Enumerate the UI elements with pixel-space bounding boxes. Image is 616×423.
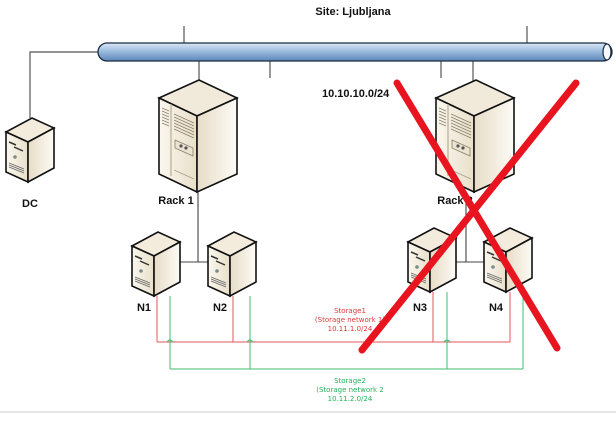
rack1-server-icon [158,79,238,193]
storage1-label: Storage1 (Storage network 1) 10.11.1.0/2… [315,307,385,333]
n3-label: N3 [413,302,427,314]
n4-label: N4 [489,302,504,314]
storage1-name: Storage1 [334,307,366,315]
storage1-desc: (Storage network 1) [315,316,385,324]
storage1-subnet: 10.11.1.0/24 [328,325,373,333]
network-bus [97,42,613,62]
n1-label: N1 [137,302,151,314]
bus-connectors [29,26,528,118]
bottom-divider [0,411,616,413]
storage2-wiring [166,292,524,370]
cross-out-mark [358,79,580,354]
storage2-desc: (Storage network 2 [316,386,383,394]
n2-label: N2 [213,302,227,314]
n2-server-icon [207,231,257,297]
storage1-wiring [156,292,511,343]
storage2-label: Storage2 (Storage network 2 10.11.2.0/24 [316,377,383,403]
subnet-label: 10.10.10.0/24 [322,88,390,100]
rack1-label: Rack 1 [158,195,193,207]
site-title: Site: Ljubljana [315,6,391,18]
storage2-subnet: 10.11.2.0/24 [328,395,373,403]
dc-label: DC [22,198,38,210]
n1-server-icon [131,231,181,297]
storage2-name: Storage2 [334,377,366,385]
dc-server-icon [5,117,55,183]
